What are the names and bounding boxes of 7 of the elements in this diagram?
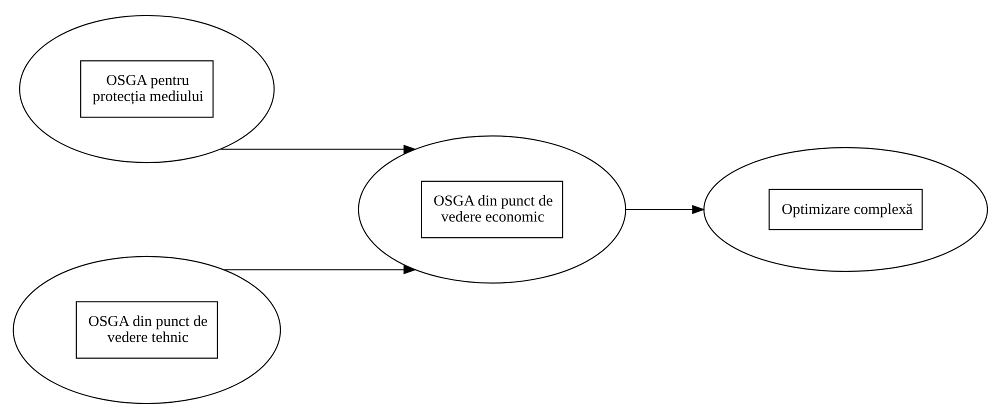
- arrow: [625, 204, 705, 214]
- node-ellipse: OSGA pentru protecția mediului: [18, 14, 274, 164]
- node-ellipse: OSGA din punct de vedere economic: [357, 135, 626, 284]
- node-ellipse: Optimizare complexă: [702, 147, 988, 272]
- arrow: [220, 144, 416, 154]
- node-ellipse: OSGA din punct de vedere tehnic: [12, 256, 280, 404]
- arrow: [223, 265, 416, 274]
